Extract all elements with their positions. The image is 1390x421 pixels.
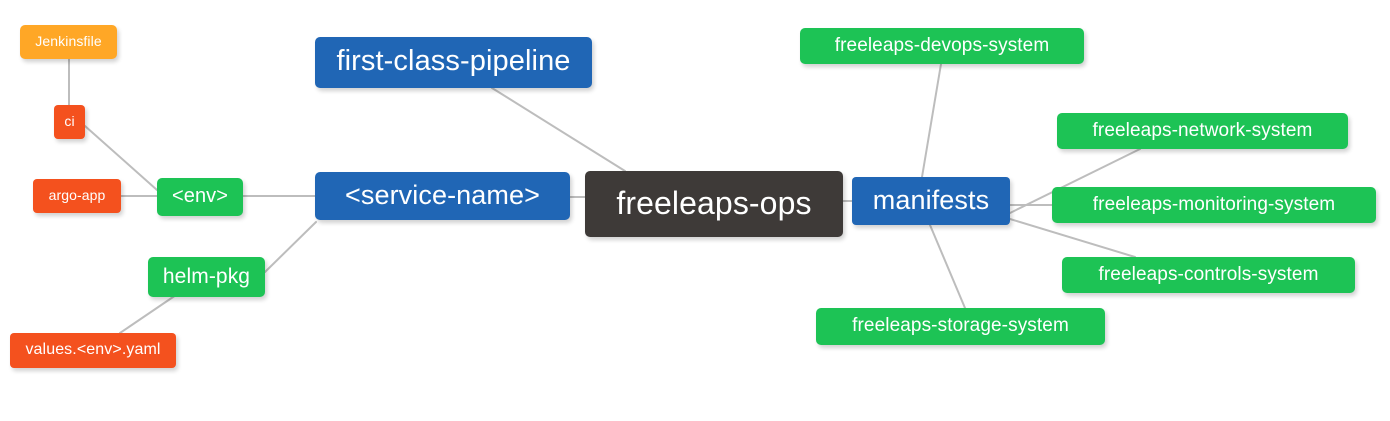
node-label-values-env-yaml: values.<env>.yaml	[25, 340, 161, 358]
node-label-ci: ci	[64, 113, 75, 129]
edge-service-name-to-helm-pkg	[264, 221, 317, 273]
node-label-first-class-pipeline: first-class-pipeline	[336, 45, 571, 77]
node-helm-pkg[interactable]: helm-pkg	[148, 257, 265, 297]
edge-first-class-pipeline-to-freeleaps-ops	[491, 87, 626, 172]
node-label-jenkinsfile: Jenkinsfile	[35, 33, 102, 49]
node-first-class-pipeline[interactable]: first-class-pipeline	[315, 37, 592, 88]
edge-manifests-to-freeleaps-controls-system	[1009, 218, 1136, 258]
node-freeleaps-controls-system[interactable]: freeleaps-controls-system	[1062, 257, 1355, 293]
node-label-freeleaps-controls-system: freeleaps-controls-system	[1098, 263, 1319, 285]
edge-manifests-to-freeleaps-devops-system	[921, 63, 942, 178]
node-manifests[interactable]: manifests	[852, 177, 1010, 225]
node-freeleaps-devops-system[interactable]: freeleaps-devops-system	[800, 28, 1084, 64]
edge-manifests-to-freeleaps-storage-system	[929, 224, 966, 309]
node-label-service-name: <service-name>	[345, 179, 540, 210]
node-label-freeleaps-devops-system: freeleaps-devops-system	[834, 34, 1050, 56]
node-jenkinsfile[interactable]: Jenkinsfile	[20, 25, 117, 59]
node-freeleaps-monitoring-system[interactable]: freeleaps-monitoring-system	[1052, 187, 1376, 223]
node-service-name[interactable]: <service-name>	[315, 172, 570, 220]
edge-helm-pkg-to-values-env-yaml	[119, 294, 177, 334]
node-label-env: <env>	[171, 185, 229, 207]
node-freeleaps-ops[interactable]: freeleaps-ops	[585, 171, 843, 237]
node-label-manifests: manifests	[872, 184, 990, 215]
node-freeleaps-storage-system[interactable]: freeleaps-storage-system	[816, 308, 1105, 345]
node-argo-app[interactable]: argo-app	[33, 179, 121, 213]
node-values-env-yaml[interactable]: values.<env>.yaml	[10, 333, 176, 368]
node-freeleaps-network-system[interactable]: freeleaps-network-system	[1057, 113, 1348, 149]
node-label-freeleaps-storage-system: freeleaps-storage-system	[852, 315, 1069, 336]
node-ci[interactable]: ci	[54, 105, 85, 139]
node-label-freeleaps-monitoring-system: freeleaps-monitoring-system	[1092, 193, 1336, 215]
node-label-argo-app: argo-app	[48, 187, 106, 203]
node-label-freeleaps-ops: freeleaps-ops	[616, 185, 812, 221]
node-label-freeleaps-network-system: freeleaps-network-system	[1092, 119, 1313, 141]
node-label-helm-pkg: helm-pkg	[162, 264, 251, 288]
node-env[interactable]: <env>	[157, 178, 243, 216]
